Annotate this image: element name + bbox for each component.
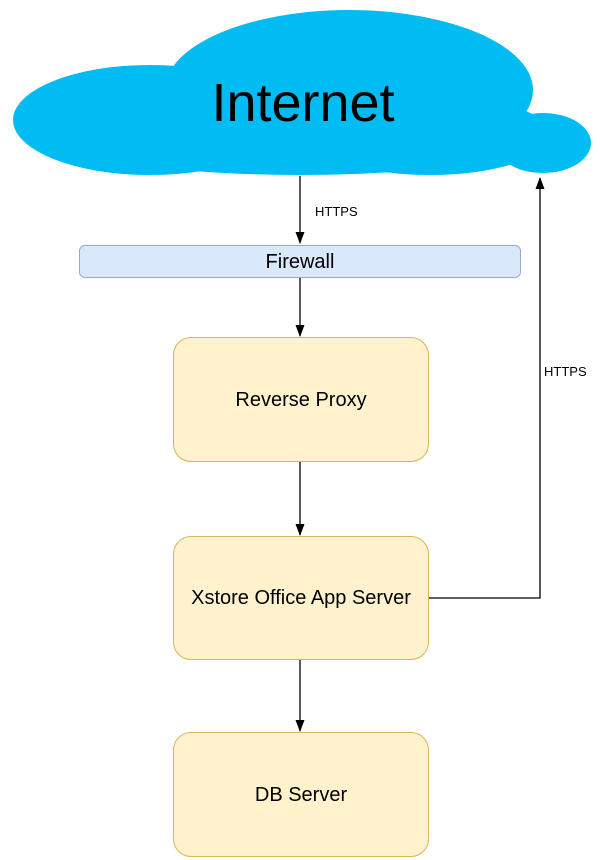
- edge-app-server-to-internet: [429, 177, 545, 599]
- edge-label-https-inbound: HTTPS: [315, 204, 358, 219]
- node-firewall-label: Firewall: [265, 250, 335, 273]
- node-db-server: DB Server: [173, 732, 429, 857]
- node-firewall: Firewall: [79, 245, 521, 278]
- node-reverse-proxy-label: Reverse Proxy: [235, 388, 367, 411]
- node-db-server-label: DB Server: [254, 783, 348, 806]
- internet-cloud-shape: [13, 10, 591, 175]
- node-xstore-office-app-server-label: Xstore Office App Server: [191, 587, 411, 609]
- node-reverse-proxy: Reverse Proxy: [173, 337, 429, 462]
- internet-cloud-label: Internet: [211, 73, 395, 133]
- edge-label-https-outbound: HTTPS: [544, 364, 587, 379]
- node-xstore-office-app-server: Xstore Office App Server: [173, 536, 429, 660]
